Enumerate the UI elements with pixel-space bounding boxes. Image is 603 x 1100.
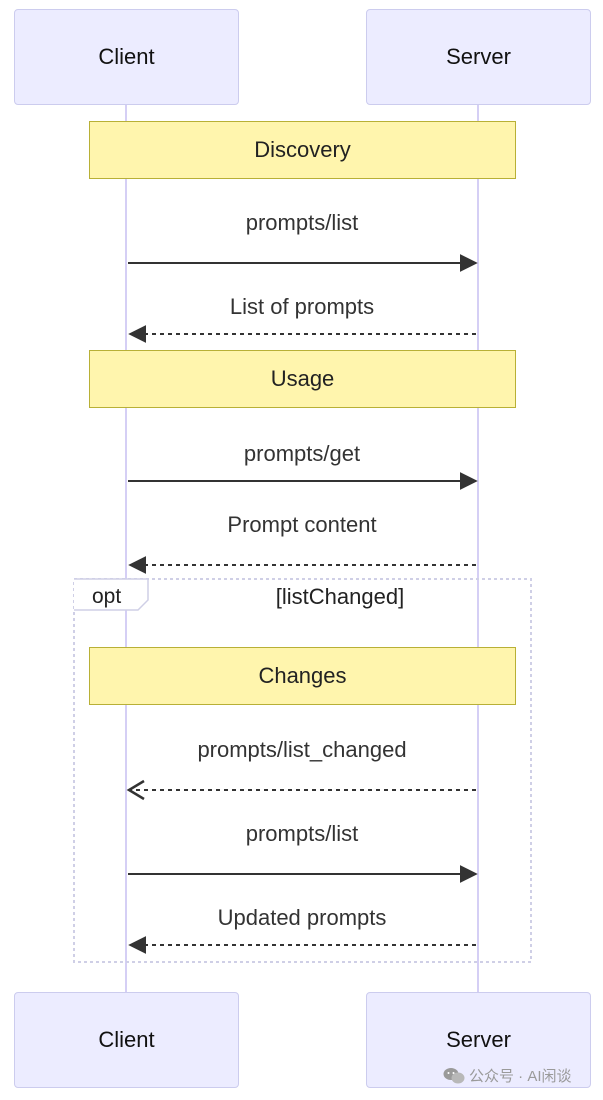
open-arrowhead-icon <box>126 779 145 801</box>
wechat-icon <box>443 1067 465 1083</box>
message-label: prompts/list <box>245 210 359 235</box>
opt-frame <box>73 578 532 963</box>
actor-server-top: Server <box>366 9 591 105</box>
message-label: Prompt content <box>227 512 377 537</box>
opt-label: opt <box>92 585 122 608</box>
note-usage-label: Usage <box>270 366 335 391</box>
message-label: prompts/list_changed <box>197 737 407 762</box>
actor-client-bottom: Client <box>14 992 239 1088</box>
message-label: List of prompts <box>229 294 375 319</box>
opt-label-tab <box>74 578 149 611</box>
note-changes: Changes <box>89 647 516 705</box>
watermark: 公众号 · AI闲谈 <box>443 1065 572 1086</box>
note-changes-label: Changes <box>258 663 347 688</box>
message-label: prompts/get <box>243 441 361 466</box>
actor-client-label: Client <box>98 44 155 69</box>
message-label: Updated prompts <box>217 905 387 930</box>
note-discovery-label: Discovery <box>254 137 351 162</box>
message-label: prompts/list <box>245 821 359 846</box>
note-usage: Usage <box>89 350 516 408</box>
actor-server-label: Server <box>446 1027 511 1052</box>
actor-server-bottom: Server <box>366 992 591 1088</box>
actor-client-top: Client <box>14 9 239 105</box>
actor-client-label: Client <box>98 1027 155 1052</box>
note-discovery: Discovery <box>89 121 516 179</box>
opt-condition: [listChanged] <box>275 584 405 609</box>
watermark-text: 公众号 · AI闲谈 <box>469 1068 572 1085</box>
actor-server-label: Server <box>446 44 511 69</box>
